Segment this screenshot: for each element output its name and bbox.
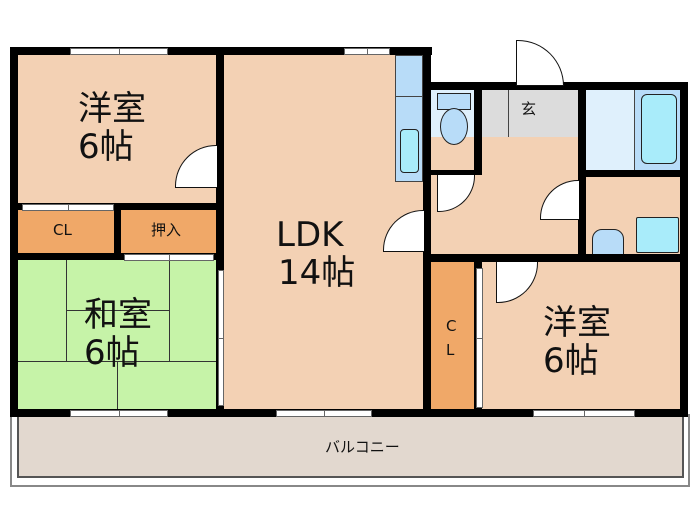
bathtub-icon	[641, 94, 677, 164]
washbasin-icon	[592, 229, 624, 256]
western-room-1-size: 6帖	[78, 127, 134, 167]
closet-2-door[interactable]	[476, 268, 483, 408]
western-room-2-size: 6帖	[543, 341, 599, 381]
entrance-door[interactable]	[516, 40, 564, 86]
kitchen-divider	[395, 96, 423, 97]
washing-machine-icon	[636, 217, 679, 253]
window[interactable]	[70, 48, 168, 55]
closet-2-label: C L	[446, 317, 457, 359]
wall	[10, 47, 18, 417]
wall	[578, 82, 586, 262]
entrance: 玄	[482, 90, 578, 137]
wall	[114, 203, 121, 260]
window[interactable]	[276, 410, 372, 417]
kitchen-sink-icon	[400, 129, 419, 173]
toilet-bowl-icon	[440, 108, 468, 145]
wall	[423, 82, 431, 417]
western-room-2-name: 洋室	[543, 303, 611, 343]
japanese-room-size: 6帖	[84, 333, 140, 373]
oshiire-label: 押入	[151, 221, 182, 239]
window[interactable]	[70, 410, 168, 417]
window[interactable]	[533, 410, 635, 417]
wall	[423, 82, 688, 90]
wall	[680, 82, 688, 417]
japanese-room-name: 和室	[84, 295, 152, 335]
balcony: バルコニー	[17, 414, 684, 478]
entrance-label: 玄	[521, 100, 537, 118]
western-room-1-name: 洋室	[78, 89, 146, 129]
wall	[431, 170, 482, 175]
balcony-label: バルコニー	[325, 438, 400, 456]
ldk-name: LDK	[276, 215, 344, 255]
wall	[423, 47, 431, 90]
tatami-line	[117, 361, 118, 409]
wall	[586, 170, 680, 177]
oshiire: 押入	[121, 210, 216, 253]
closet-door[interactable]	[22, 204, 114, 211]
wall	[474, 82, 482, 170]
tatami-line	[66, 310, 169, 311]
tatami-line	[66, 260, 67, 362]
entrance-divider	[508, 90, 509, 137]
tatami-line	[169, 260, 170, 362]
sliding-door[interactable]	[218, 270, 224, 406]
oshiire-door[interactable]	[124, 254, 214, 261]
closet-2: C L	[431, 262, 474, 409]
wall	[423, 254, 688, 262]
ldk-size: 14帖	[278, 253, 356, 293]
closet-1: CL	[18, 210, 114, 253]
wall	[216, 47, 224, 417]
closet-1-label: CL	[53, 221, 72, 239]
window[interactable]	[344, 48, 390, 55]
